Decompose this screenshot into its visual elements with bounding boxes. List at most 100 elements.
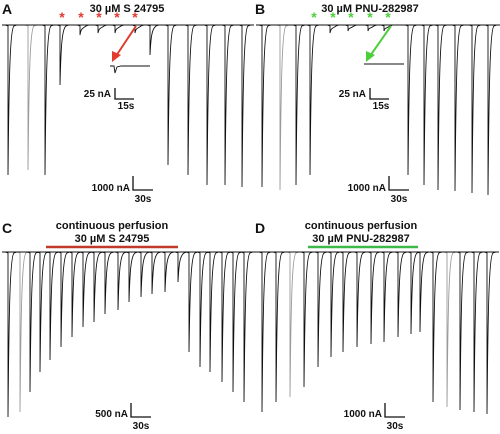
panel-d-current-response xyxy=(394,251,408,338)
panel-a-inset-scale-bar xyxy=(114,88,134,100)
panel-c-current-response xyxy=(174,251,188,283)
panel-c-traces xyxy=(2,251,256,418)
panel-a-asterisk: * xyxy=(59,9,65,25)
panel-d-current-response xyxy=(380,251,394,343)
panel-d-current-response xyxy=(314,251,328,368)
panel-d-current-response xyxy=(470,251,484,413)
panel-b-letter: B xyxy=(255,1,265,17)
panel-c-current-response xyxy=(196,251,210,368)
panel-a-current-response xyxy=(4,24,18,176)
panel-b-asterisk: * xyxy=(385,9,391,25)
panel-a-scale-bar xyxy=(132,176,153,191)
panel-a-current-response xyxy=(41,24,55,176)
panel-d: D continuous perfusion 30 µM PNU-282987 … xyxy=(255,220,499,432)
panel-d-current-response xyxy=(300,251,314,388)
panel-d-current-response xyxy=(353,251,367,348)
panel-b-current-response xyxy=(276,24,290,191)
panel-b-current-response xyxy=(468,24,482,194)
panel-d-current-response xyxy=(407,251,421,335)
panel-a-current-response xyxy=(24,24,38,171)
panel-a-current-response xyxy=(164,24,178,166)
panel-c-title: continuous perfusion xyxy=(56,220,169,232)
panel-c-current-response xyxy=(218,251,232,383)
panel-c-scale-bar xyxy=(130,403,151,418)
panel-d-current-response xyxy=(429,251,443,403)
panel-a-current-response xyxy=(131,24,145,34)
panel-d-current-response xyxy=(339,251,353,353)
panel-b-current-response xyxy=(484,24,498,196)
panel-a-inset-y-scale-label: 25 nA xyxy=(84,89,111,100)
panel-a-y-scale-label: 1000 nA xyxy=(92,183,130,194)
panel-b-x-scale-label: 30s xyxy=(391,194,408,205)
panel-b-current-response xyxy=(306,24,320,176)
panel-d-current-response xyxy=(443,251,457,408)
panel-b-title: 30 µM PNU-282987 xyxy=(321,3,418,15)
panel-b-scale-bar xyxy=(388,176,409,191)
panel-a-inset-x-scale-label: 15s xyxy=(118,101,135,112)
panel-d-traces xyxy=(256,251,499,415)
panel-a-x-scale-label: 30s xyxy=(135,194,152,205)
panel-a-current-response xyxy=(203,24,217,186)
panel-d-current-response xyxy=(367,251,381,345)
panel-b-current-response xyxy=(258,24,272,188)
panel-a-asterisk: * xyxy=(96,9,102,25)
panel-c-letter: C xyxy=(2,220,12,236)
panel-b-arrow xyxy=(366,25,392,62)
panel-c-current-response xyxy=(101,251,115,315)
panel-c-x-scale-label: 30s xyxy=(133,421,150,432)
panel-c-current-response xyxy=(4,251,18,418)
panel-b-asterisk: * xyxy=(311,9,317,25)
panel-d-current-response xyxy=(327,251,341,358)
panel-a-current-response xyxy=(111,24,125,34)
panel-c-current-response xyxy=(137,251,151,298)
panel-a-current-response xyxy=(238,24,252,188)
panel-c-current-response xyxy=(185,251,199,353)
panel-a-asterisk: * xyxy=(132,9,138,25)
panel-d-current-response xyxy=(272,251,286,403)
panel-b-asterisk: * xyxy=(367,9,373,25)
panel-c-current-response xyxy=(125,251,139,303)
panel-c-subtitle: 30 µM S 24795 xyxy=(75,233,150,245)
panel-d-title: continuous perfusion xyxy=(305,220,418,232)
panel-b-current-response xyxy=(364,24,378,32)
panel-b-inset-x-scale-label: 15s xyxy=(373,101,390,112)
panel-d-letter: D xyxy=(255,220,265,236)
panel-b-y-scale-label: 1000 nA xyxy=(348,183,386,194)
panel-c-current-response xyxy=(114,251,128,311)
panel-b-current-response xyxy=(404,24,418,176)
panel-d-current-response xyxy=(456,251,470,411)
panel-b-current-response xyxy=(451,24,465,192)
panel-a: A 30 µM S 24795 ***** 25 nA 15s 1000 nA … xyxy=(2,1,254,205)
panel-a-current-response xyxy=(146,24,160,56)
panel-a-current-response xyxy=(76,24,90,36)
panel-c-current-response xyxy=(57,251,71,348)
panel-a-letter: A xyxy=(2,1,12,17)
panel-a-asterisks: ***** xyxy=(59,9,138,25)
panel-b-current-response xyxy=(344,24,358,32)
panel-d-current-response xyxy=(258,251,272,413)
panel-a-current-response xyxy=(94,24,108,34)
panel-b-current-response xyxy=(434,24,448,191)
panel-d-current-response xyxy=(416,251,430,333)
panel-d-scale-bar xyxy=(384,403,405,418)
panel-b: B 30 µM PNU-282987 * * * * * 25 nA 15s 1000 … xyxy=(255,1,500,205)
panel-b-inset-scale-bar xyxy=(369,88,389,100)
panel-d-current-response xyxy=(483,251,497,415)
panel-c-current-response xyxy=(161,251,175,293)
panel-c-current-response xyxy=(36,251,50,373)
panel-a-current-response xyxy=(184,24,198,176)
panel-c-current-response xyxy=(16,251,30,413)
panel-c-current-response xyxy=(79,251,93,328)
panel-b-asterisks: * * * * * xyxy=(311,9,391,25)
panel-a-traces xyxy=(2,24,254,188)
panel-a-current-response xyxy=(56,24,70,86)
panel-c-y-scale-label: 500 nA xyxy=(95,409,128,420)
panel-a-asterisk: * xyxy=(78,9,84,25)
panel-b-asterisk: * xyxy=(330,9,336,25)
panel-c-current-response xyxy=(206,251,220,373)
panel-b-asterisk: * xyxy=(348,9,354,25)
panel-b-traces xyxy=(256,24,500,196)
panel-b-inset-y-scale-label: 25 nA xyxy=(339,89,366,100)
panel-b-current-response xyxy=(292,24,306,186)
